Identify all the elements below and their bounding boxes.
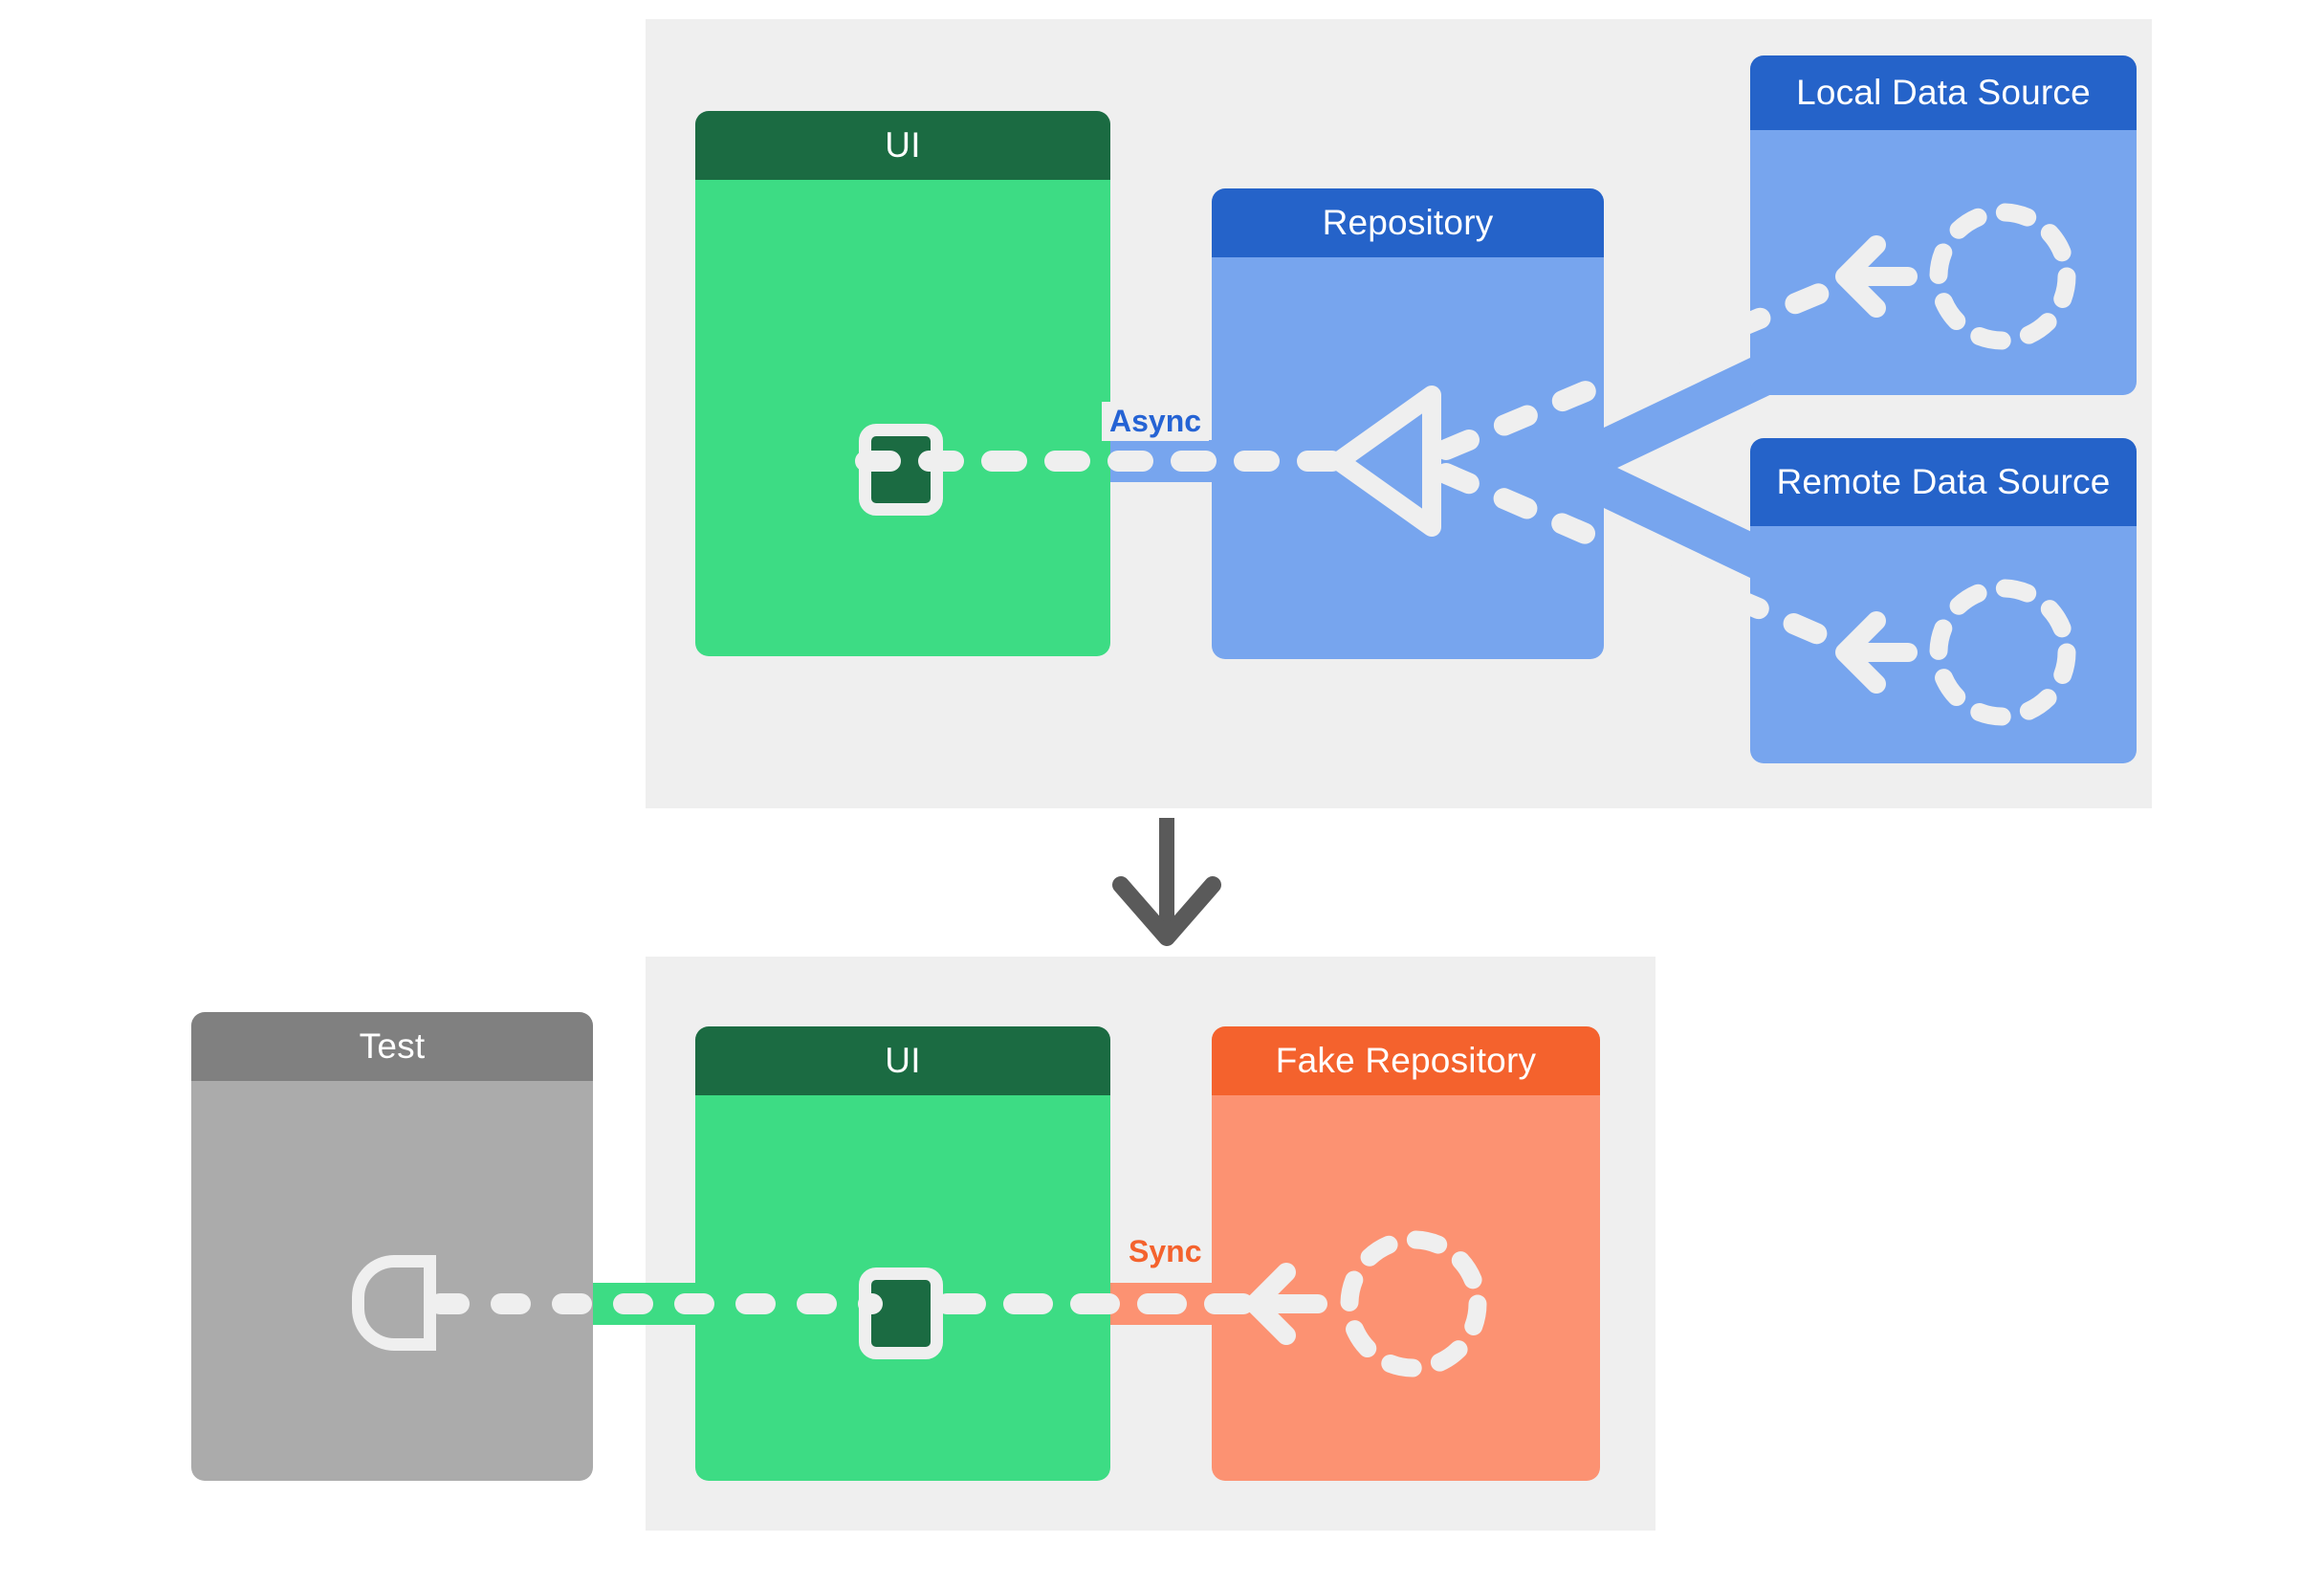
- flow-down-arrow: [1112, 818, 1221, 946]
- ui-plug-production[interactable]: [859, 424, 943, 516]
- ui-box-production[interactable]: UI: [695, 111, 1110, 656]
- fake-repository-body: [1212, 1095, 1600, 1481]
- ui-box-test[interactable]: UI: [695, 1026, 1110, 1481]
- test-box[interactable]: Test: [191, 1012, 593, 1481]
- remote-data-source-body: [1750, 526, 2137, 763]
- ui-plug-test[interactable]: [859, 1267, 943, 1359]
- ui-box-title: UI: [695, 111, 1110, 180]
- remote-data-source-title: Remote Data Source: [1750, 438, 2137, 526]
- fake-repository-title: Fake Repository: [1212, 1026, 1600, 1095]
- test-socket[interactable]: [352, 1255, 436, 1351]
- local-data-source-body: [1750, 130, 2137, 395]
- repository-box-body: [1212, 257, 1604, 659]
- ui-box-body: [695, 180, 1110, 656]
- local-data-source-box[interactable]: Local Data Source: [1750, 55, 2137, 395]
- repository-box[interactable]: Repository: [1212, 188, 1604, 659]
- ui-box-title: UI: [695, 1026, 1110, 1095]
- remote-data-source-box[interactable]: Remote Data Source: [1750, 438, 2137, 763]
- local-data-source-title: Local Data Source: [1750, 55, 2137, 130]
- repository-box-title: Repository: [1212, 188, 1604, 257]
- fake-repository-box[interactable]: Fake Repository: [1212, 1026, 1600, 1481]
- async-connector-label: Async: [1102, 402, 1210, 441]
- test-box-title: Test: [191, 1012, 593, 1081]
- sync-connector-label: Sync: [1121, 1232, 1210, 1271]
